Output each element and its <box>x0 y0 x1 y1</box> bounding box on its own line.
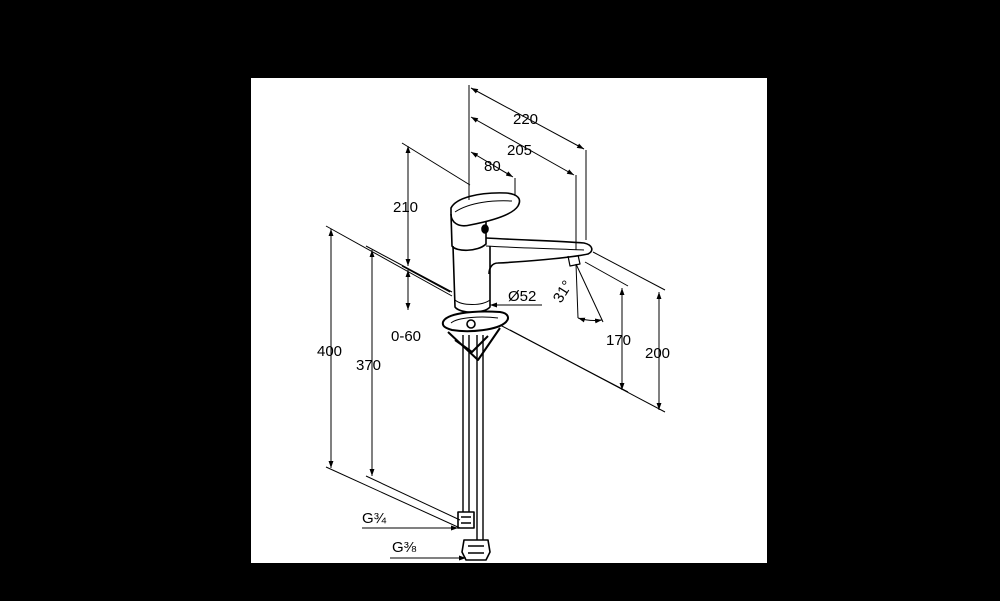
faucet-outline <box>441 192 593 561</box>
dim-80: 80 <box>484 158 501 175</box>
dimension-lines <box>325 85 666 561</box>
label-g38: G⅜ <box>392 539 417 556</box>
faucet-base-plate <box>441 310 509 333</box>
dim-diameter-52: Ø52 <box>508 288 536 305</box>
connector-g38 <box>461 539 491 561</box>
connector-g34 <box>457 511 475 529</box>
faucet-cartridge <box>450 213 487 252</box>
dim-angle-31: 31° <box>550 278 576 306</box>
dim-210: 210 <box>393 199 418 216</box>
faucet-spout <box>485 237 593 275</box>
dim-370: 370 <box>356 357 381 374</box>
faucet-lever <box>450 192 521 227</box>
dim-200: 200 <box>645 345 670 362</box>
dimension-labels: 220 205 80 210 Ø52 31° 0-60 400 370 170 … <box>317 111 670 556</box>
dim-220: 220 <box>513 111 538 128</box>
mounting-bracket <box>447 327 501 361</box>
label-g34: G¾ <box>362 510 387 527</box>
dim-170: 170 <box>606 332 631 349</box>
dim-205: 205 <box>507 142 532 159</box>
dim-0-60: 0-60 <box>391 328 421 345</box>
dim-400: 400 <box>317 343 342 360</box>
